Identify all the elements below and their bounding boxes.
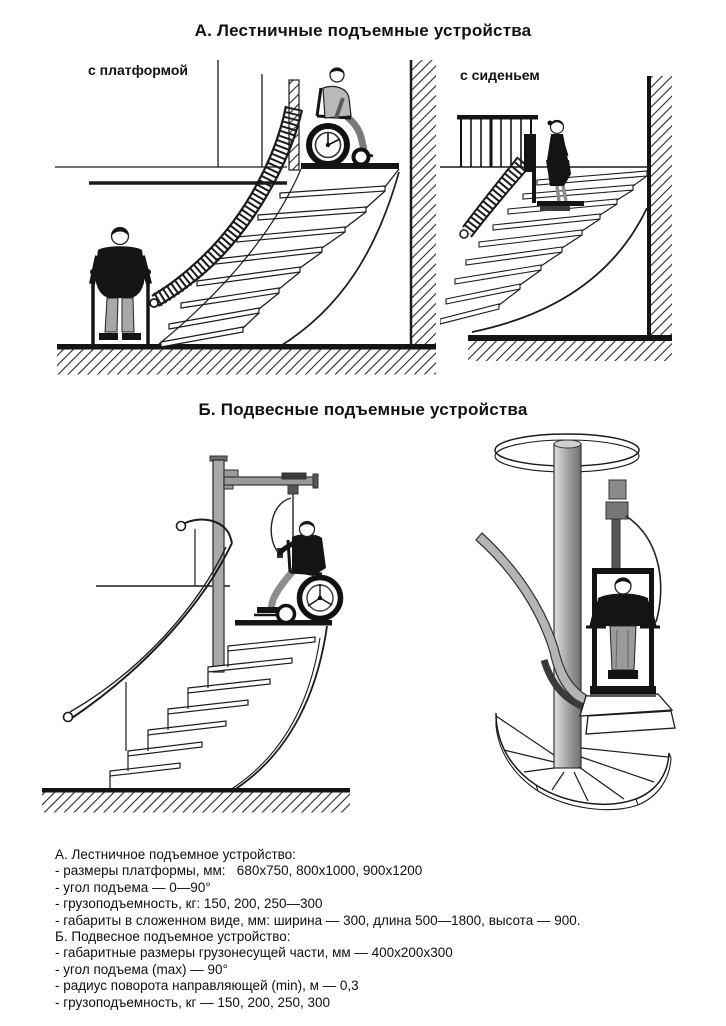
spec-line: - габариты в сложенном виде, мм: ширина … <box>55 912 581 928</box>
diagram-stair-lift-with-platform <box>55 60 436 375</box>
wheelchair-user-top <box>306 67 374 167</box>
staircase <box>109 625 328 791</box>
upper-landing <box>55 60 287 185</box>
spec-line: - грузоподъемность, кг: 150, 200, 250—30… <box>55 896 323 912</box>
label-with-platform: с платформой <box>88 62 188 78</box>
platform-lift-user-bottom <box>89 226 152 346</box>
hoist-cable <box>625 515 662 623</box>
hoist-mechanism <box>605 479 629 572</box>
spec-line: - угол подъема — 0—90° <box>55 879 211 895</box>
spec-line: - грузоподъемность, кг — 150, 200, 250, … <box>55 994 331 1010</box>
floor-section <box>57 344 436 375</box>
label-with-seat: с сиденьем <box>460 67 540 83</box>
staircase <box>158 168 400 348</box>
spec-line: - габаритные размеры грузонесущей части,… <box>55 945 453 961</box>
curved-balustrade <box>459 156 531 239</box>
diagram-suspended-lift-jib <box>42 455 350 813</box>
newel-post <box>288 79 300 171</box>
seated-person <box>589 577 657 697</box>
top-platform <box>301 163 399 169</box>
wheelchair-user <box>254 520 344 625</box>
specs-block: А. Лестничное подъемное устройство: - ра… <box>55 847 695 1011</box>
central-column <box>553 439 582 769</box>
section-b-title: Б. Подвесные подъемные устройства <box>198 400 528 419</box>
floor-section <box>42 788 350 813</box>
staircase <box>440 170 648 333</box>
spec-line: Б. Подвесное подъемное устройство: <box>55 929 291 945</box>
spec-line: - угол подъема (max) — 90° <box>55 961 228 977</box>
jib-arm <box>223 472 319 495</box>
spiral-steps <box>495 693 676 811</box>
wall-section <box>409 60 436 347</box>
seated-person <box>546 119 572 205</box>
spec-line: - размеры платформы, мм: 680x750, 800x10… <box>55 863 423 879</box>
wall-section <box>647 76 672 337</box>
spec-line: А. Лестничное подъемное устройство: <box>55 847 296 862</box>
floor-section <box>468 335 672 361</box>
support-post <box>209 455 239 673</box>
section-a-title: А. Лестничные подъемные устройства <box>194 21 532 40</box>
spec-line: - радиус поворота направляющей (min), м … <box>55 978 359 994</box>
diagram-stair-lift-with-seat <box>440 76 672 361</box>
diagram-suspended-lift-spiral <box>475 433 676 811</box>
landing-railing <box>457 115 538 167</box>
curved-handrail <box>62 518 233 751</box>
suspended-chair <box>586 568 660 694</box>
